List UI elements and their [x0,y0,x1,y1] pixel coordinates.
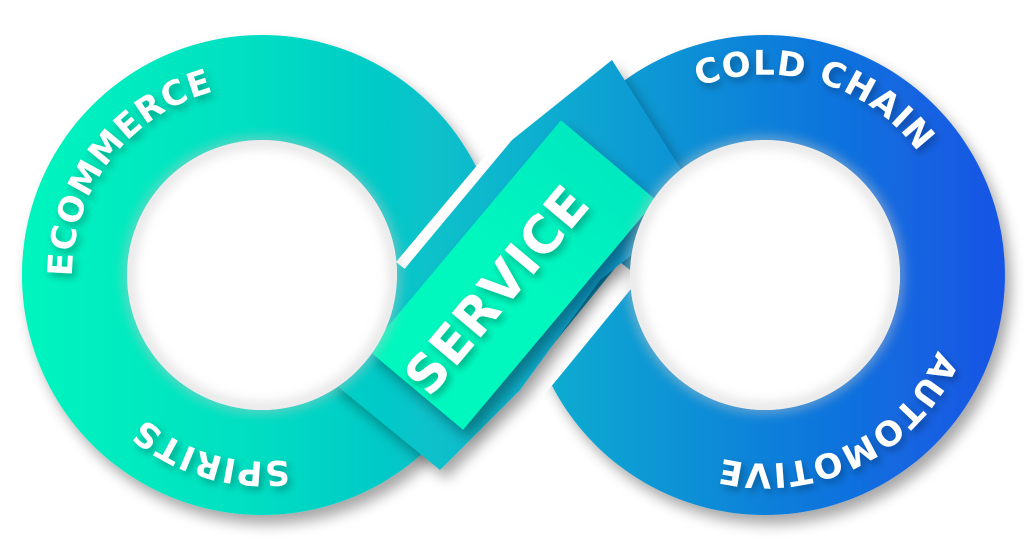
right-hole [630,140,900,410]
left-hole [127,140,397,410]
center-band-rect [368,120,656,430]
